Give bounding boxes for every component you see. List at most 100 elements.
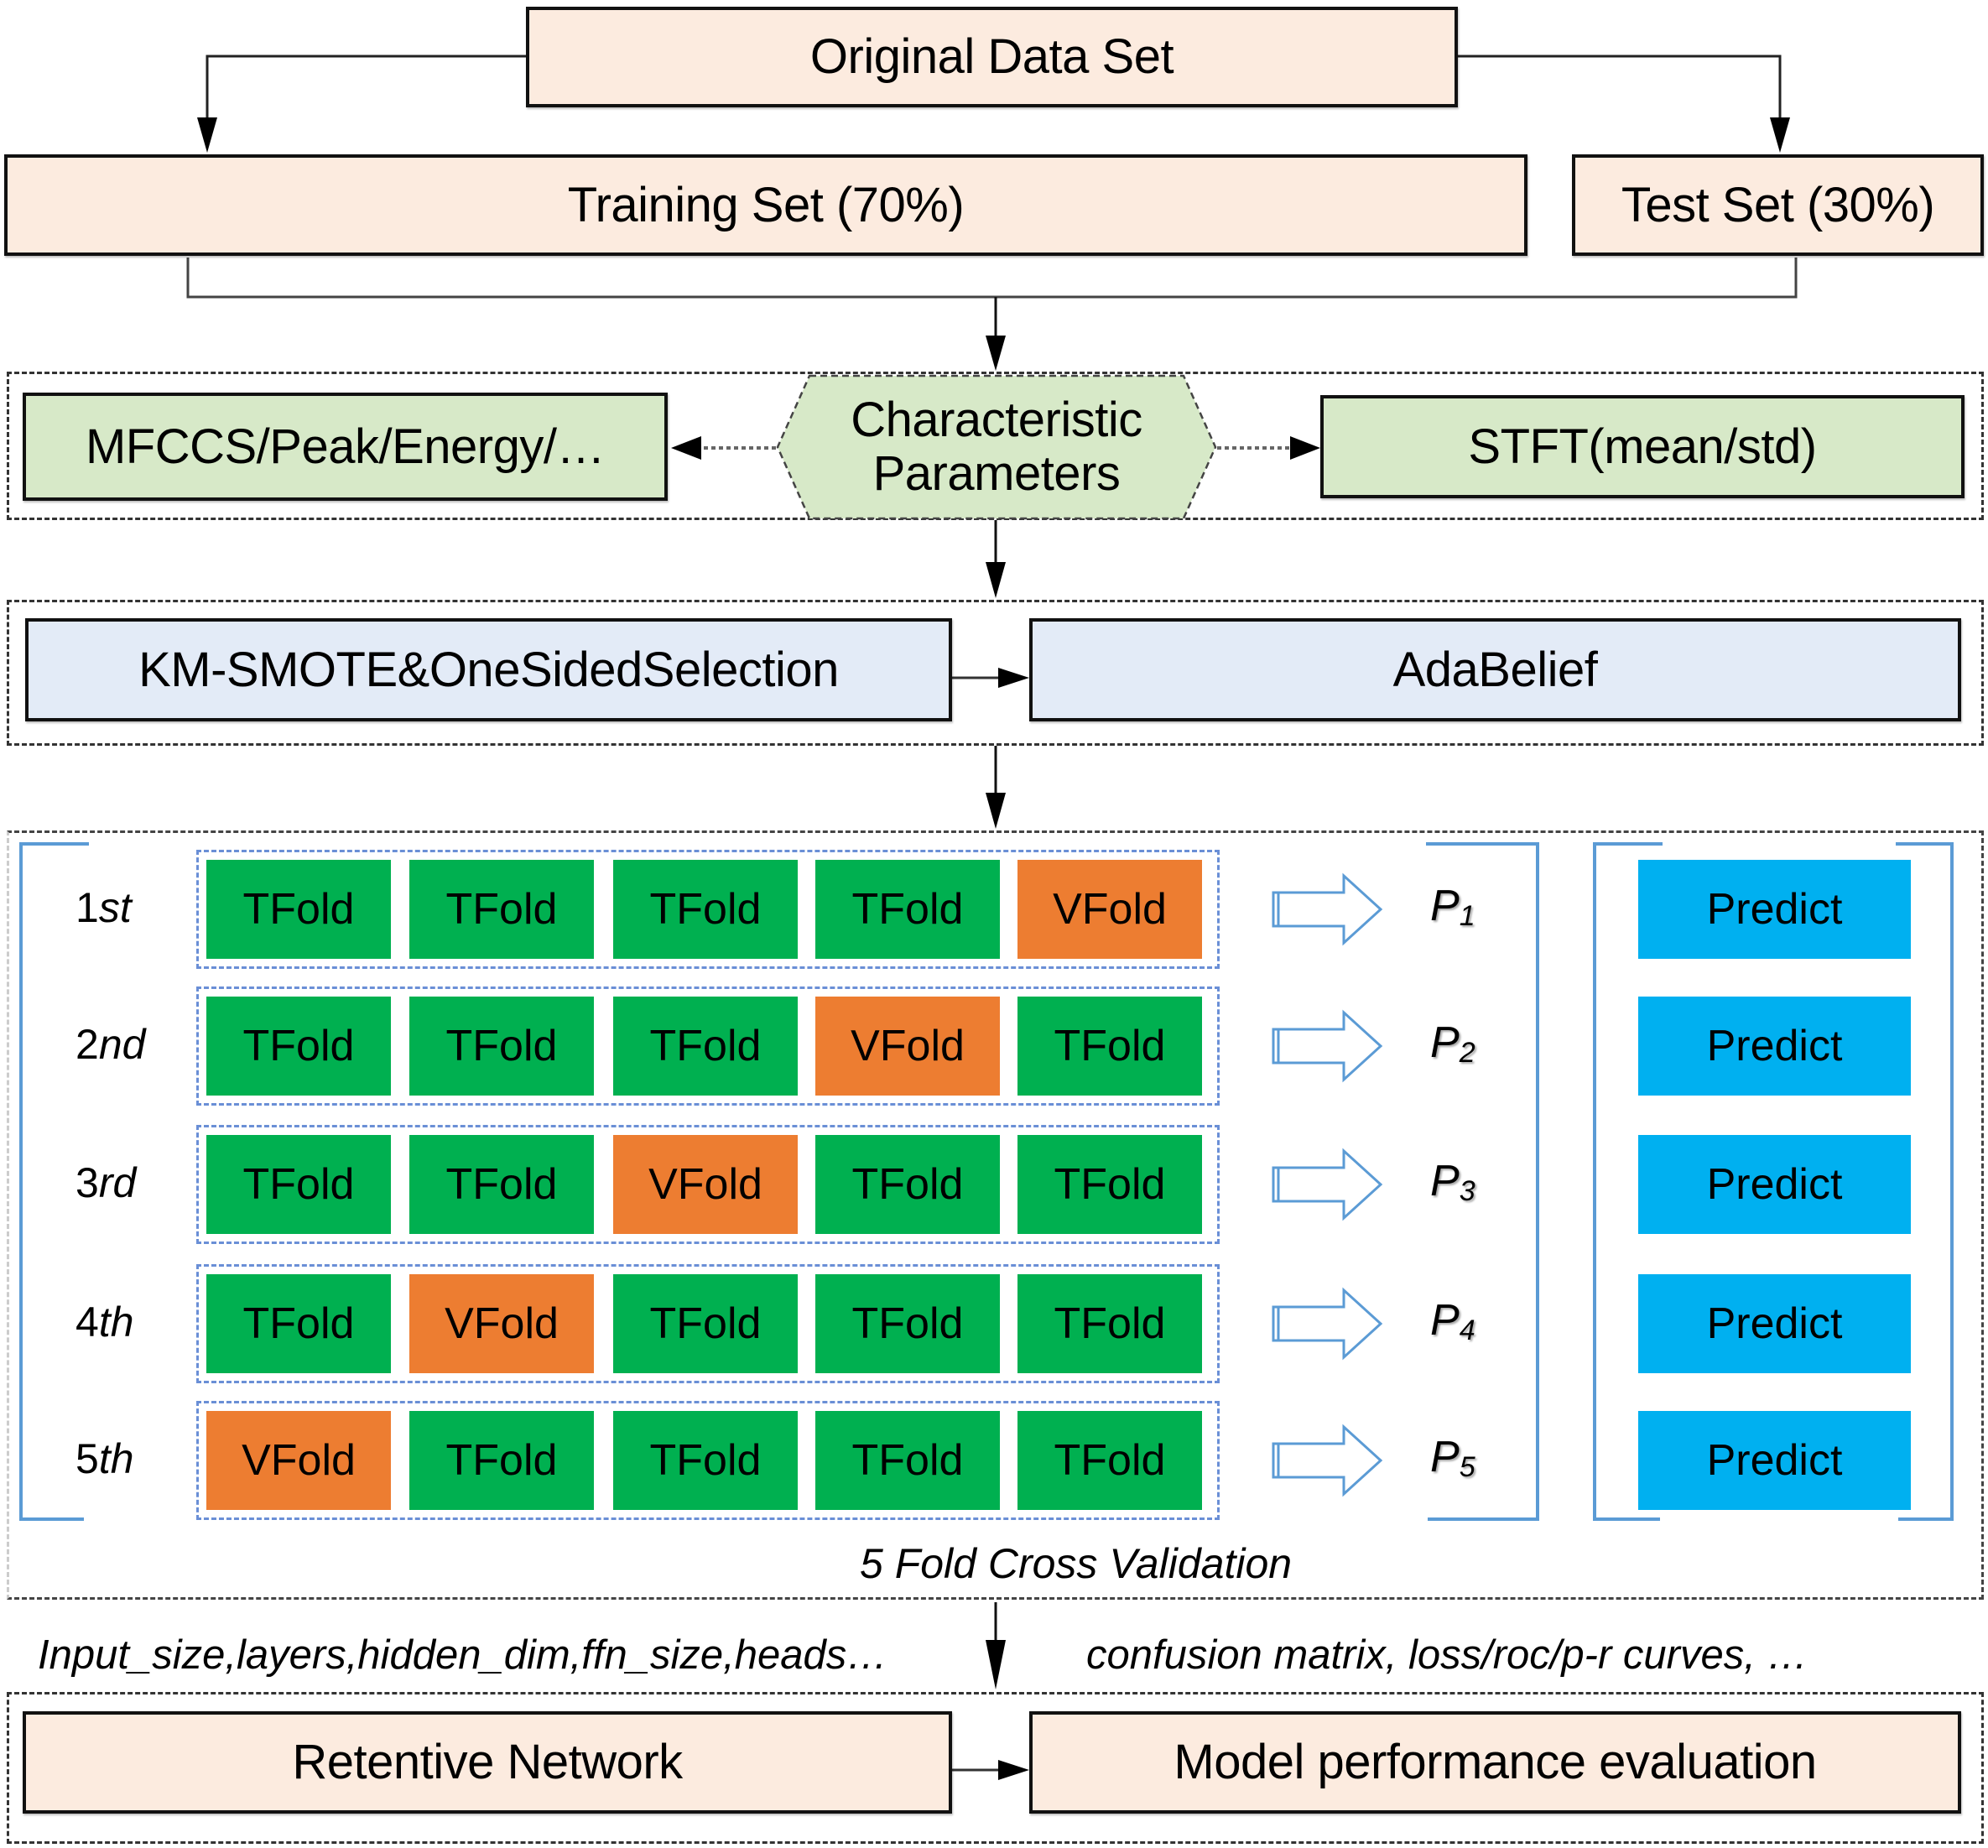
prediction-label-subscript: 4 (1459, 1314, 1475, 1346)
training-fold: TFold (1017, 1274, 1202, 1373)
fold-ordinal-suffix: th (98, 1299, 134, 1346)
training-fold: TFold (206, 1274, 391, 1373)
hollow-arrow-icon (1272, 1009, 1383, 1083)
mfccs-box: MFCCS/Peak/Energy/… (23, 393, 668, 501)
training-fold: TFold (1017, 1135, 1202, 1234)
hollow-arrow-icon (1272, 1424, 1383, 1497)
stft-label: STFT(mean/std) (1468, 419, 1817, 474)
bracket-predict-right (1896, 842, 1954, 1521)
training-fold: TFold (206, 1135, 391, 1234)
merge-line (186, 258, 1798, 299)
arrowhead-icon (1770, 117, 1790, 153)
fold-ordinal-suffix: rd (98, 1159, 137, 1206)
km-smote-label: KM-SMOTE&OneSidedSelection (138, 642, 839, 697)
bracket-right-folds (1426, 842, 1539, 1521)
training-fold: TFold (206, 860, 391, 959)
training-fold: TFold (206, 997, 391, 1096)
validation-fold: VFold (206, 1411, 391, 1510)
predict-box: Predict (1638, 860, 1911, 959)
fold-ordinal-number: 5 (75, 1435, 99, 1482)
fold-row-frame (196, 1125, 1220, 1244)
feature-extraction-group (7, 372, 1984, 520)
fold-ordinal: 3rd (75, 1158, 136, 1207)
stft-box: STFT(mean/std) (1320, 395, 1965, 498)
training-set-box: Training Set (70%) (4, 154, 1527, 256)
cv-caption: 5 Fold Cross Validation (860, 1540, 1293, 1587)
adabelief-label: AdaBelief (1392, 642, 1598, 697)
prediction-label-base: P (1430, 1296, 1460, 1345)
validation-fold: VFold (613, 1135, 798, 1234)
fold-ordinal-number: 1 (75, 884, 99, 931)
fold-row-frame (196, 1401, 1220, 1520)
fold-ordinal-suffix: nd (98, 1021, 146, 1068)
prediction-label-base: P (1430, 882, 1460, 930)
training-fold: TFold (409, 1135, 594, 1234)
hollow-arrow-icon (1272, 872, 1383, 946)
arrowhead-icon (1290, 436, 1320, 460)
test-set-box: Test Set (30%) (1572, 154, 1984, 256)
training-fold: TFold (613, 860, 798, 959)
original-data-set-label: Original Data Set (809, 29, 1174, 85)
training-fold: TFold (613, 997, 798, 1096)
model-group (7, 1692, 1984, 1844)
characteristic-parameters-hexagon (776, 374, 1217, 520)
prediction-label-base: P (1430, 1157, 1460, 1205)
original-data-set-box: Original Data Set (526, 7, 1458, 107)
prediction-label: P3 (1430, 1156, 1475, 1208)
prediction-label: P2 (1430, 1018, 1475, 1070)
fold-ordinal: 4th (75, 1298, 134, 1346)
cross-validation-group (7, 830, 1984, 1600)
fold-ordinal-suffix: th (98, 1435, 134, 1482)
model-evaluation-label: Model performance evaluation (1174, 1735, 1817, 1790)
training-fold: TFold (1017, 1411, 1202, 1510)
training-fold: TFold (409, 997, 594, 1096)
arrowhead-icon (986, 1640, 1006, 1689)
characteristic-label-line2: Parameters (872, 446, 1121, 501)
fold-ordinal-number: 2 (75, 1021, 99, 1068)
arrow-original-to-training (206, 55, 526, 134)
training-fold: TFold (815, 1411, 1000, 1510)
test-set-label: Test Set (30%) (1621, 177, 1935, 232)
bracket-left (19, 842, 89, 1521)
fold-ordinal: 5th (75, 1434, 134, 1483)
arrowhead-icon (671, 436, 701, 460)
validation-fold: VFold (1017, 860, 1202, 959)
fold-row-frame (196, 1264, 1220, 1383)
fold-ordinal: 2nd (75, 1020, 145, 1069)
prediction-label: P4 (1430, 1295, 1475, 1347)
predict-box: Predict (1638, 1274, 1911, 1373)
arrowhead-icon (986, 336, 1006, 371)
mfccs-label: MFCCS/Peak/Energy/… (85, 419, 606, 474)
hollow-arrow-icon (1272, 1287, 1383, 1361)
arrowhead-icon (197, 117, 217, 153)
balancing-group (7, 600, 1984, 746)
predict-box: Predict (1638, 997, 1911, 1096)
prediction-label-subscript: 2 (1459, 1037, 1475, 1069)
training-fold: TFold (815, 1135, 1000, 1234)
validation-fold: VFold (815, 997, 1000, 1096)
hyperparams-note: Input_size,layers,hidden_dim,ffn_size,he… (38, 1632, 888, 1678)
fold-ordinal-number: 4 (75, 1299, 99, 1346)
arrow-original-to-test (1458, 55, 1782, 134)
fold-row-frame (196, 986, 1220, 1106)
arrowhead-icon (986, 793, 1006, 829)
predict-box: Predict (1638, 1135, 1911, 1234)
arrowhead-icon (998, 668, 1029, 688)
training-fold: TFold (409, 860, 594, 959)
fold-ordinal-number: 3 (75, 1159, 99, 1206)
predict-box: Predict (1638, 1411, 1911, 1510)
training-fold: TFold (409, 1411, 594, 1510)
training-fold: TFold (815, 1274, 1000, 1373)
model-evaluation-box: Model performance evaluation (1029, 1711, 1961, 1814)
training-fold: TFold (613, 1274, 798, 1373)
retentive-network-box: Retentive Network (23, 1711, 952, 1814)
adabelief-box: AdaBelief (1029, 618, 1961, 721)
training-fold: TFold (1017, 997, 1202, 1096)
hollow-arrow-icon (1272, 1148, 1383, 1221)
characteristic-label-line1: Characteristic (851, 393, 1142, 448)
arrowhead-icon (998, 1760, 1029, 1780)
characteristic-parameters-text: Characteristic Parameters (776, 374, 1217, 520)
metrics-note: confusion matrix, loss/roc/p-r curves, … (1086, 1632, 1808, 1678)
training-set-label: Training Set (70%) (567, 177, 965, 232)
